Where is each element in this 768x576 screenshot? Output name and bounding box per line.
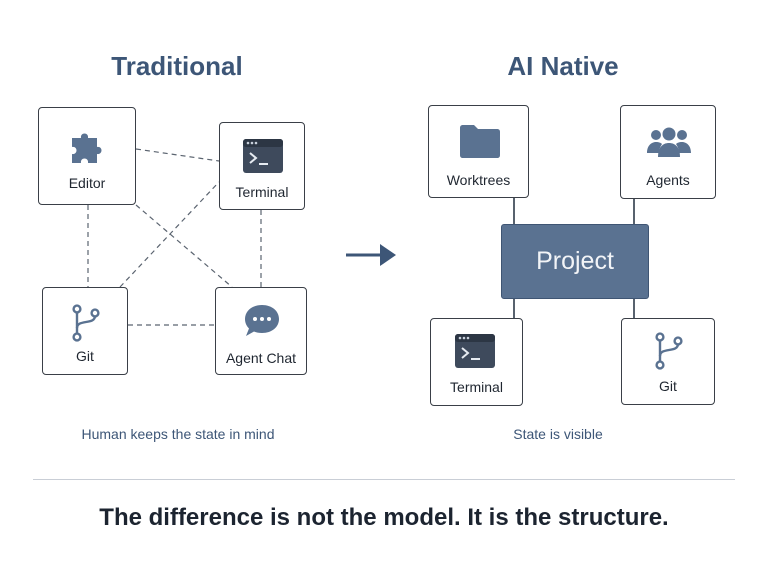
traditional-heading: Traditional [111, 51, 243, 81]
arrow-right-icon [346, 244, 396, 266]
worktrees-label: Worktrees [446, 172, 511, 188]
git-node-right: Git [621, 318, 715, 405]
agents-label: Agents [646, 172, 690, 188]
divider [33, 479, 735, 480]
editor-label: Editor [68, 175, 106, 191]
terminal-icon [455, 334, 495, 368]
editor-node: Editor [38, 107, 136, 205]
left-caption: Human keeps the state in mind [81, 426, 275, 442]
terminal-node-right: Terminal [430, 318, 523, 406]
right-caption: State is visible [513, 426, 603, 442]
git-label-right: Git [659, 378, 677, 394]
terminal-label-right: Terminal [450, 379, 503, 395]
people-icon [647, 127, 691, 157]
folder-icon [460, 125, 500, 158]
git-branch-icon [72, 304, 100, 342]
tagline: The difference is not the model. It is t… [99, 504, 669, 531]
terminal-node-left: Terminal [219, 122, 305, 210]
project-node: Project [501, 224, 649, 299]
git-label-left: Git [76, 348, 94, 364]
agent-chat-node: Agent Chat [215, 287, 307, 375]
puzzle-icon [72, 133, 102, 163]
git-branch-icon [655, 332, 683, 370]
agents-node: Agents [620, 105, 716, 199]
git-node-left: Git [42, 287, 128, 375]
ai-native-heading: AI Native [507, 51, 619, 81]
agent-chat-label: Agent Chat [225, 350, 297, 366]
worktrees-node: Worktrees [428, 105, 529, 198]
terminal-icon [243, 139, 283, 173]
terminal-label-left: Terminal [235, 184, 289, 200]
chat-bubble-icon [245, 305, 279, 336]
